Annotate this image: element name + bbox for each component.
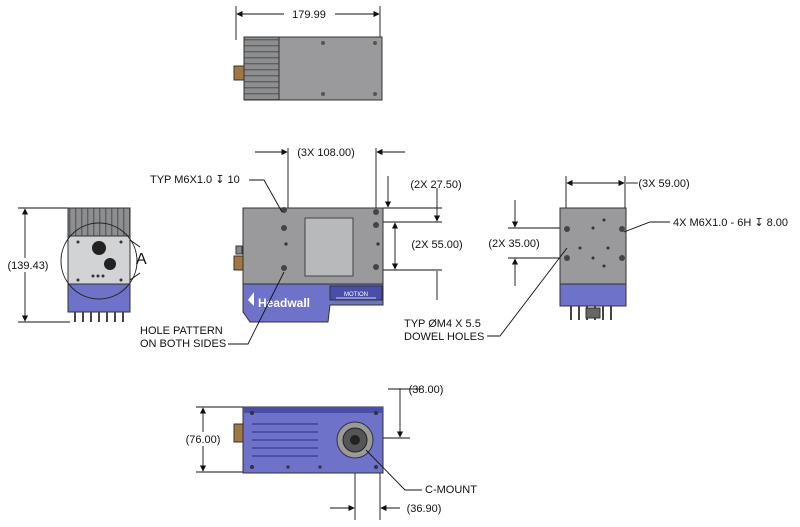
- right-59-label: (3X 59.00): [638, 178, 689, 190]
- bottom-36-label: (36.90): [407, 503, 442, 515]
- headwall-logo-mark: [248, 292, 254, 306]
- tap-55-label: (2X 55.00): [411, 239, 462, 251]
- top-view: 179.99: [233, 6, 383, 101]
- dowel-note-1: TYP ØM4 X 5.5: [404, 318, 481, 330]
- side-view: (3X 108.00) (2X 27.50) (2X 55.00) MOTION…: [140, 147, 469, 350]
- dowel-note-2: DOWEL HOLES: [404, 331, 484, 343]
- bottom-height-label: (76.00): [186, 434, 221, 446]
- side-window: [304, 217, 354, 277]
- right-35-label: (2X 35.00): [488, 238, 539, 250]
- m6-6h-note: 4X M6X1.0 - 6H ↧ 8.00: [673, 217, 788, 229]
- detail-a-circle: [60, 222, 138, 300]
- tap-27-label: (2X 27.50): [410, 179, 461, 191]
- side-connector: [233, 255, 244, 271]
- hole-pattern-note-1: HOLE PATTERN: [140, 325, 223, 337]
- headwall-logo-text: Headwall: [258, 296, 310, 310]
- top-view-heatsink: [243, 36, 280, 101]
- detail-label: A: [136, 251, 147, 268]
- connector-small-icon: [104, 258, 116, 270]
- top-view-body: [277, 36, 383, 101]
- bottom-38-label: (38.00): [409, 384, 444, 396]
- right-view: (3X 59.00) (2X 35.00) 4X M6X1.0 - 6H ↧ 8…: [404, 176, 788, 343]
- left-view: (139.43) A: [4, 207, 147, 323]
- bottom-view: (76.00) (38.00) (36.90) C-MOUNT: [176, 384, 477, 520]
- hole-spacing-label: (3X 108.00): [297, 147, 354, 159]
- bottom-connector: [233, 423, 244, 443]
- connector-large-icon: [92, 241, 106, 255]
- typ-m6-note: TYP M6X1.0 ↧ 10: [150, 174, 240, 186]
- hole-pattern-note-2: ON BOTH SIDES: [140, 338, 226, 350]
- top-width-label: 179.99: [292, 9, 326, 21]
- left-height-label: (139.43): [8, 260, 49, 272]
- side-panel-text: MOTION: [344, 292, 368, 298]
- c-mount-note: C-MOUNT: [425, 484, 477, 496]
- top-view-connector: [233, 65, 245, 81]
